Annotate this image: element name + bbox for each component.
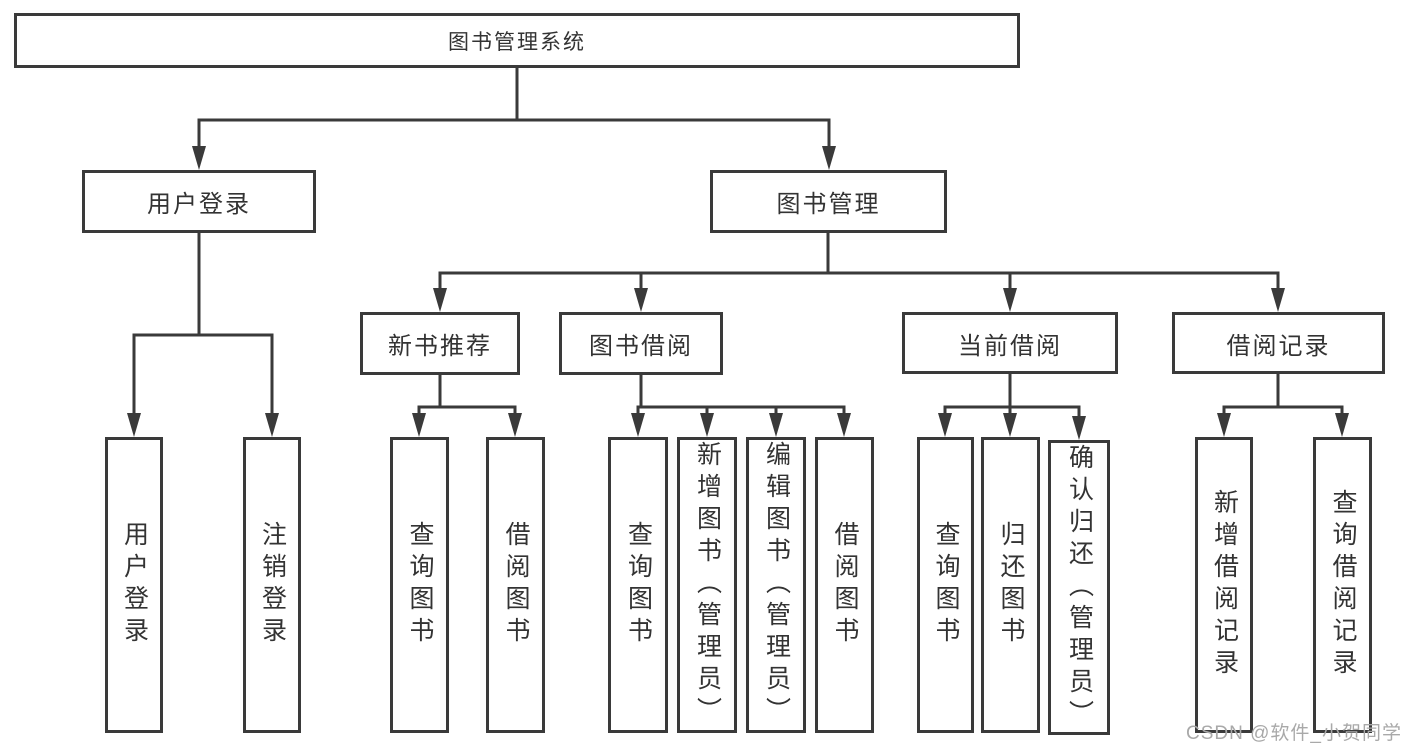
node-book-management: 图书管理 <box>710 170 947 233</box>
node-borrow-books-2: 借阅图书 <box>815 437 874 733</box>
csdn-watermark: CSDN @软件_小贺同学 <box>1186 723 1402 744</box>
node-confirm-return-admin: 确认归还（管理员） <box>1048 440 1110 735</box>
node-new-book-recommendation: 新书推荐 <box>360 312 520 375</box>
node-user-login: 用户登录 <box>82 170 316 233</box>
node-add-borrow-record: 新增借阅记录 <box>1195 437 1253 733</box>
node-edit-books-admin: 编辑图书（管理员） <box>746 437 806 733</box>
node-add-books-admin: 新增图书（管理员） <box>677 437 737 733</box>
node-library-management-system: 图书管理系统 <box>14 13 1020 68</box>
node-book-borrowing: 图书借阅 <box>559 312 723 375</box>
node-query-books-2: 查询图书 <box>608 437 668 733</box>
node-current-borrowing: 当前借阅 <box>902 312 1118 374</box>
node-query-books-3: 查询图书 <box>917 437 974 733</box>
node-query-books-1: 查询图书 <box>390 437 449 733</box>
node-query-borrow-record: 查询借阅记录 <box>1313 437 1372 733</box>
node-borrow-books-1: 借阅图书 <box>486 437 545 733</box>
node-borrowing-records: 借阅记录 <box>1172 312 1385 374</box>
node-logout: 注销登录 <box>243 437 301 733</box>
node-return-books: 归还图书 <box>981 437 1040 733</box>
node-user-login-leaf: 用户登录 <box>105 437 163 733</box>
